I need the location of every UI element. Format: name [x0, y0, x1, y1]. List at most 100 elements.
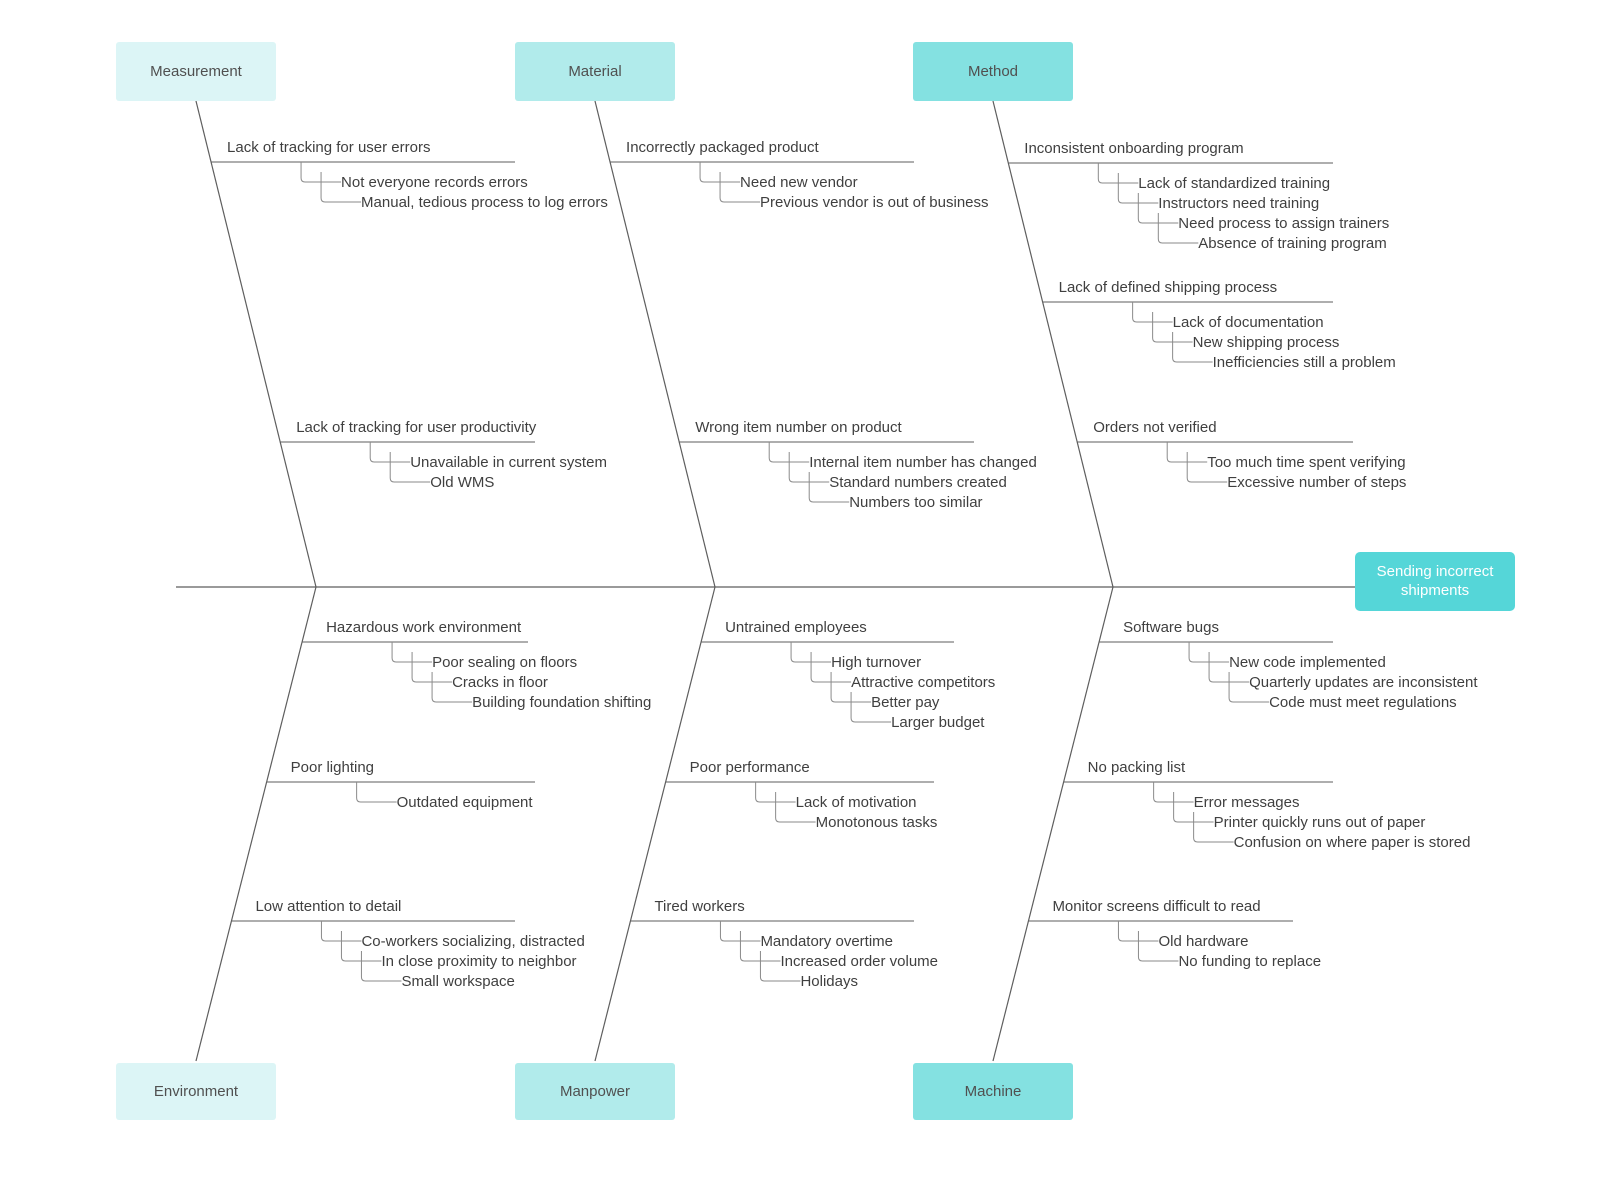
sub-cause-connector: [1117, 173, 1159, 204]
category-label: Method: [968, 63, 1018, 80]
sub-cause-label: Manual, tedious process to log errors: [361, 194, 608, 211]
cause-label: Untrained employees: [725, 619, 867, 636]
sub-cause-connector: [719, 921, 761, 942]
sub-cause-label: Co-workers socializing, distracted: [361, 933, 584, 950]
cause-label: Lack of tracking for user productivity: [296, 419, 537, 436]
category-bone: [992, 586, 1114, 1062]
sub-cause-label: Poor sealing on floors: [432, 654, 577, 671]
category-label: Environment: [154, 1083, 239, 1100]
sub-cause-connector: [1132, 302, 1173, 323]
sub-cause-label: New code implemented: [1229, 654, 1386, 671]
sub-cause-label: Quarterly updates are inconsistent: [1249, 674, 1478, 691]
sub-cause-connector: [1166, 442, 1208, 463]
sub-cause-connector: [1193, 812, 1234, 843]
sub-cause-connector: [1153, 782, 1194, 803]
sub-cause-label: Code must meet regulations: [1269, 694, 1457, 711]
category-box: [913, 1063, 1073, 1120]
sub-cause-label: Better pay: [871, 694, 940, 711]
sub-cause-connector: [411, 652, 453, 683]
sub-cause-connector: [1097, 163, 1139, 184]
sub-cause-label: Old hardware: [1158, 933, 1248, 950]
sub-cause-connector: [759, 951, 801, 982]
sub-cause-connector: [699, 162, 741, 183]
category-label: Measurement: [150, 63, 243, 80]
category-bone: [594, 586, 716, 1062]
cause-label: Orders not verified: [1093, 419, 1216, 436]
sub-cause-connector: [320, 172, 362, 203]
sub-cause-connector: [340, 931, 382, 962]
sub-cause-label: Too much time spent verifying: [1207, 454, 1405, 471]
sub-cause-connector: [1208, 652, 1250, 683]
cause-label: Lack of defined shipping process: [1059, 279, 1277, 296]
sub-cause-label: No funding to replace: [1178, 953, 1321, 970]
sub-cause-label: Holidays: [800, 973, 858, 990]
sub-cause-connector: [788, 452, 830, 483]
cause-label: Inconsistent onboarding program: [1024, 140, 1243, 157]
sub-cause-label: Attractive competitors: [851, 674, 995, 691]
sub-cause-connector: [356, 782, 397, 803]
cause-label: Incorrectly packaged product: [626, 139, 819, 156]
sub-cause-connector: [1152, 312, 1193, 343]
cause-label: Wrong item number on product: [695, 419, 902, 436]
sub-cause-label: Small workspace: [401, 973, 514, 990]
sub-cause-connector: [1157, 213, 1199, 244]
sub-cause-connector: [768, 442, 810, 463]
problem-head-label: Sending incorrect: [1377, 563, 1495, 580]
sub-cause-label: Lack of documentation: [1173, 314, 1324, 331]
sub-cause-connector: [739, 931, 781, 962]
sub-cause-label: Previous vendor is out of business: [760, 194, 988, 211]
sub-cause-connector: [1186, 452, 1228, 483]
sub-cause-label: In close proximity to neighbor: [381, 953, 576, 970]
sub-cause-label: Confusion on where paper is stored: [1234, 834, 1471, 851]
sub-cause-connector: [1117, 921, 1159, 942]
sub-cause-label: Building foundation shifting: [472, 694, 651, 711]
sub-cause-label: Increased order volume: [780, 953, 938, 970]
cause-label: Monitor screens difficult to read: [1052, 898, 1260, 915]
sub-cause-connector: [369, 442, 411, 463]
sub-cause-label: Lack of standardized training: [1138, 175, 1330, 192]
sub-cause-connector: [808, 472, 850, 503]
sub-cause-connector: [790, 642, 832, 663]
sub-cause-label: Numbers too similar: [849, 494, 982, 511]
sub-cause-connector: [1137, 193, 1179, 224]
sub-cause-connector: [719, 172, 761, 203]
sub-cause-label: Internal item number has changed: [809, 454, 1037, 471]
sub-cause-connector: [391, 642, 433, 663]
cause-label: Poor performance: [690, 759, 810, 776]
sub-cause-label: New shipping process: [1193, 334, 1340, 351]
sub-cause-label: Old WMS: [430, 474, 494, 491]
sub-cause-connector: [389, 452, 431, 483]
sub-cause-connector: [300, 162, 342, 183]
category-label: Machine: [965, 1083, 1022, 1100]
category-label: Manpower: [560, 1083, 630, 1100]
sub-cause-connector: [755, 782, 796, 803]
category-bone: [195, 586, 317, 1062]
sub-cause-label: High turnover: [831, 654, 921, 671]
category-bone: [594, 100, 716, 588]
sub-cause-label: Larger budget: [891, 714, 985, 731]
sub-cause-label: Cracks in floor: [452, 674, 548, 691]
sub-cause-connector: [1188, 642, 1230, 663]
category-bone: [992, 100, 1114, 588]
category-box: [515, 1063, 675, 1120]
sub-cause-connector: [360, 951, 402, 982]
sub-cause-label: Excessive number of steps: [1227, 474, 1406, 491]
sub-cause-connector: [1172, 332, 1213, 363]
